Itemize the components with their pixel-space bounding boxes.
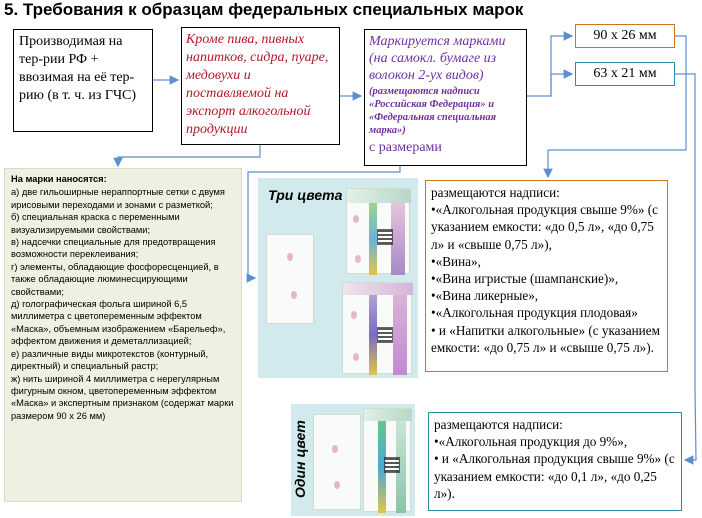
one-color-stamps-panel: [291, 404, 415, 516]
size-box-63x21: 63 х 21 мм: [575, 62, 675, 86]
stamp-image: [363, 408, 412, 513]
three-color-inscriptions: размещаются надписи: •«Алкогольная проду…: [425, 180, 668, 372]
exception-box: Кроме пива, пивных напитков, сидра, пуар…: [181, 27, 340, 145]
stamp-image: [266, 234, 314, 324]
notes-item: ж) нить шириной 4 миллиметра с нерегуляр…: [11, 373, 234, 421]
inscription-item: • и «Напитки алкогольные» (с указанием е…: [431, 322, 660, 355]
size-box-90x26: 90 х 26 мм: [575, 24, 675, 48]
arrow-size90-to-desc3: [543, 35, 687, 179]
arrow-to-size-63: [550, 69, 574, 96]
stamp-image: [313, 414, 361, 510]
marked-box: Маркируется марками (на самокл. бумаге и…: [364, 29, 527, 166]
three-color-label: Три цвета: [268, 187, 343, 203]
arrow-to-panel3: [246, 166, 401, 283]
arrow-to-size-90: [527, 31, 574, 97]
inscription-item: •«Алкогольная продукция плодовая»: [431, 305, 638, 321]
origin-box: Производимая на тер-рии РФ + ввозимая на…: [13, 29, 153, 132]
inscriptions-intro: размещаются надписи:: [431, 185, 560, 200]
inscription-item: •«Вина игристые (шампанские)»,: [431, 271, 619, 287]
marked-line-3: с размерами: [369, 140, 442, 155]
marked-line-1: Маркируется марками (на самокл. бумаге и…: [369, 34, 506, 83]
stamp-image: [342, 282, 413, 375]
arrow-except-to-notes: [113, 145, 261, 168]
notes-item: д) голографическая фольга шириной 6,5 ми…: [11, 299, 226, 347]
stamp-image: [346, 188, 411, 275]
one-color-label: Один цвет: [292, 420, 308, 498]
inscriptions-intro: размещаются надписи:: [434, 417, 563, 432]
notes-item: е) различные виды микротекстов (контурны…: [11, 348, 209, 372]
inscription-item: • и «Алкогольная продукция свыше 9%» (с …: [434, 451, 675, 501]
inscription-item: •«Алкогольная продукция до 9%»,: [434, 434, 628, 450]
page-title: 5. Требования к образцам федеральных спе…: [4, 0, 524, 19]
arrow-size63-to-desc1: [675, 73, 697, 465]
three-color-stamps-panel: [258, 178, 418, 378]
notes-item: а) две гильоширные нераппортные сетки с …: [11, 187, 225, 210]
notes-item: б) специальная краска с переменными визу…: [11, 212, 180, 235]
inscription-item: •«Алкогольная продукция свыше 9%» (с ука…: [431, 202, 659, 252]
notes-item: г) элементы, обладающие фосфоресценцией,…: [11, 261, 219, 297]
inscription-item: •«Вина»,: [431, 253, 481, 269]
notes-panel: На марки наносятся: а) две гильоширные н…: [4, 168, 242, 502]
inscription-item: •«Вина ликерные»,: [431, 288, 539, 304]
marked-line-2: (размещаются надписи «Российская Федерац…: [369, 86, 497, 136]
one-color-inscriptions: размещаются надписи: •«Алкогольная проду…: [428, 412, 682, 511]
notes-heading: На марки наносятся:: [11, 174, 107, 184]
notes-item: в) надсечки специальные для предотвращен…: [11, 237, 216, 260]
